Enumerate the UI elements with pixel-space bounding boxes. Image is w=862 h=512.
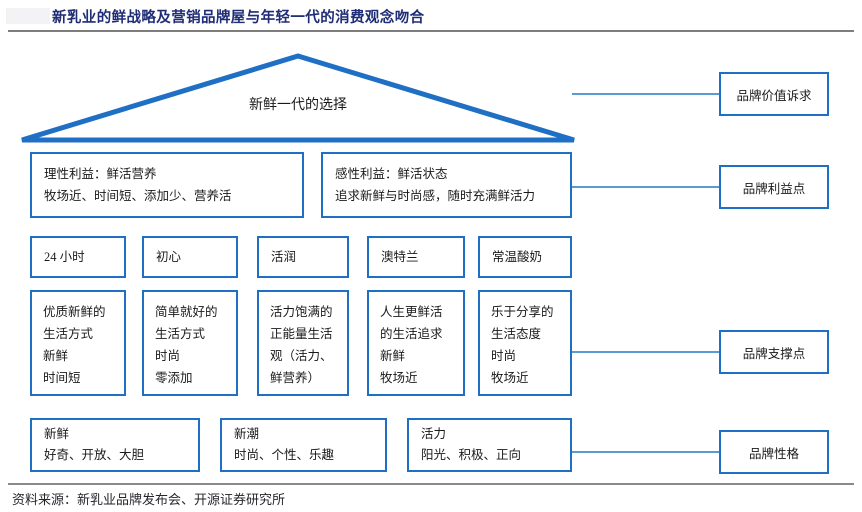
pillar-line: 生活态度	[491, 327, 542, 341]
product-chip[interactable]: 活润	[257, 236, 349, 278]
pillar-line: 生活方式	[43, 327, 94, 341]
trait-heading: 活力	[421, 427, 447, 441]
pillar-line: 鲜营养）	[270, 371, 321, 385]
pillar-line: 牧场近	[491, 371, 529, 385]
product-label: 常温酸奶	[492, 249, 543, 264]
product-label: 24 小时	[44, 249, 85, 264]
product-label: 初心	[156, 249, 182, 264]
side-label-brand-support[interactable]: 品牌支撑点	[719, 330, 829, 374]
benefit-heading: 感性利益：鲜活状态	[335, 167, 448, 181]
product-chip[interactable]: 澳特兰	[367, 236, 465, 278]
trait-heading: 新鲜	[44, 427, 70, 441]
trait-heading: 新潮	[234, 427, 260, 441]
pillar-line: 正能量生活	[270, 327, 333, 341]
product-chip[interactable]: 初心	[142, 236, 238, 278]
pillar-line: 的生活追求	[380, 327, 443, 341]
benefit-box-emotional[interactable]: 感性利益：鲜活状态 追求新鲜与时尚感，随时充满鲜活力	[321, 152, 572, 218]
side-label-brand-benefit[interactable]: 品牌利益点	[719, 165, 829, 209]
side-label-brand-personality[interactable]: 品牌性格	[719, 430, 829, 474]
pillar-line: 生活方式	[155, 327, 206, 341]
pillar-line: 活力饱满的	[270, 305, 333, 319]
title-divider	[8, 30, 854, 32]
pillar-line: 人生更鲜活	[380, 305, 443, 319]
connector-line	[572, 93, 719, 95]
connector-line	[572, 451, 719, 453]
pillar-line: 牧场近	[380, 371, 418, 385]
benefit-detail: 牧场近、时间短、添加少、营养活	[44, 189, 232, 203]
pillar-line: 新鲜	[380, 349, 406, 363]
footer-divider	[8, 483, 854, 485]
side-label-brand-value[interactable]: 品牌价值诉求	[719, 72, 829, 116]
pillar-line: 观（活力、	[270, 349, 333, 363]
pillar-line: 时尚	[155, 349, 181, 363]
support-pillar[interactable]: 乐于分享的 生活态度 时尚 牧场近	[478, 290, 572, 396]
product-chip[interactable]: 常温酸奶	[478, 236, 572, 278]
pillar-line: 时间短	[43, 371, 81, 385]
roof-shape	[18, 52, 578, 144]
pillar-line: 简单就好的	[155, 305, 218, 319]
page-title: 新乳业的鲜战略及营销品牌屋与年轻一代的消费观念吻合	[52, 10, 425, 26]
trait-detail: 时尚、个性、乐趣	[234, 448, 335, 462]
support-pillar[interactable]: 优质新鲜的 生活方式 新鲜 时间短	[30, 290, 126, 396]
support-pillar[interactable]: 活力饱满的 正能量生活 观（活力、 鲜营养）	[257, 290, 349, 396]
personality-box[interactable]: 活力 阳光、积极、正向	[407, 418, 572, 472]
personality-box[interactable]: 新鲜 好奇、开放、大胆	[30, 418, 200, 472]
watermark	[6, 8, 50, 24]
connector-line	[572, 351, 719, 353]
benefit-box-rational[interactable]: 理性利益：鲜活营养 牧场近、时间短、添加少、营养活	[30, 152, 304, 218]
connector-line	[572, 186, 719, 188]
pillar-line: 优质新鲜的	[43, 305, 106, 319]
source-note: 资料来源：新乳业品牌发布会、开源证券研究所	[12, 492, 286, 507]
trait-detail: 阳光、积极、正向	[421, 448, 522, 462]
support-pillar[interactable]: 简单就好的 生活方式 时尚 零添加	[142, 290, 238, 396]
pillar-line: 零添加	[155, 371, 193, 385]
trait-detail: 好奇、开放、大胆	[44, 448, 145, 462]
personality-box[interactable]: 新潮 时尚、个性、乐趣	[220, 418, 387, 472]
support-pillar[interactable]: 人生更鲜活 的生活追求 新鲜 牧场近	[367, 290, 465, 396]
pillar-line: 新鲜	[43, 349, 69, 363]
product-label: 澳特兰	[381, 249, 419, 264]
product-label: 活润	[271, 249, 297, 264]
benefit-detail: 追求新鲜与时尚感，随时充满鲜活力	[335, 189, 536, 203]
pillar-line: 乐于分享的	[491, 305, 554, 319]
benefit-heading: 理性利益：鲜活营养	[44, 167, 157, 181]
product-chip[interactable]: 24 小时	[30, 236, 126, 278]
pillar-line: 时尚	[491, 349, 517, 363]
